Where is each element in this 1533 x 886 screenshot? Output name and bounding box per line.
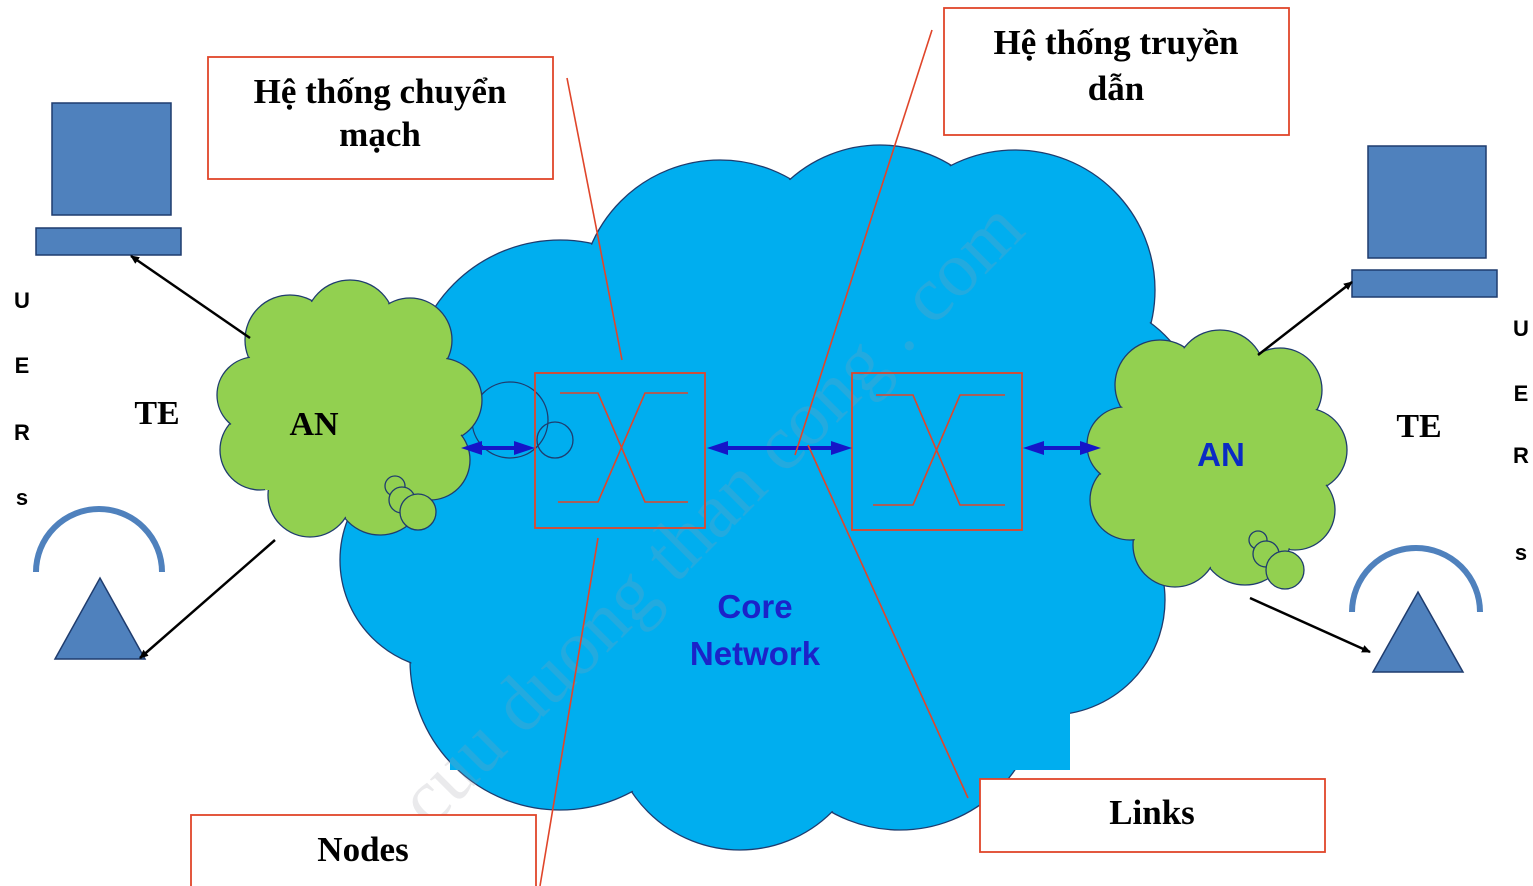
users-right-letter: U — [1513, 316, 1529, 341]
bus-arrow-center — [707, 441, 852, 455]
users-left-letter: R — [14, 420, 30, 445]
phone-icon — [1349, 545, 1483, 673]
users-label-left: U E R s — [14, 288, 30, 510]
users-left-letter: E — [15, 353, 30, 378]
callout-switching-system: Hệ thống chuyển mạch — [207, 56, 554, 180]
left-access-network-cloud — [216, 279, 483, 538]
callout-links: Links — [979, 778, 1326, 853]
core-network-label-line1: Core — [717, 588, 792, 625]
users-right-letter: E — [1514, 381, 1529, 406]
callout-switching-line1: Hệ thống chuyển — [254, 72, 507, 111]
phone-icon — [33, 506, 165, 660]
computer-icon — [1351, 145, 1498, 298]
access-network-right-label: AN — [1197, 436, 1245, 473]
users-left-letter: U — [14, 288, 30, 313]
switch-node-right — [851, 372, 1023, 531]
computer-icon — [35, 102, 182, 256]
core-network-label-line2: Network — [690, 635, 821, 672]
right-access-network-cloud — [1086, 329, 1348, 590]
switch-node-icon — [558, 392, 688, 503]
users-right-letter: s — [1515, 540, 1527, 565]
callout-links-label: Links — [1109, 793, 1195, 832]
bus-arrow-right — [1023, 441, 1101, 455]
callout-leaders — [539, 29, 969, 886]
terminal-right-label: TE — [1396, 408, 1441, 445]
callout-nodes-label: Nodes — [317, 830, 408, 869]
callout-transmission-system: Hệ thống truyền dẫn — [943, 7, 1290, 136]
access-network-left-label: AN — [289, 406, 339, 443]
users-label-right: U E R s — [1513, 316, 1529, 565]
connector-arrows — [130, 254, 1371, 659]
switch-node-left — [534, 372, 706, 529]
callout-nodes: Nodes — [190, 814, 537, 886]
users-right-letter: R — [1513, 443, 1529, 468]
bus-arrow-left — [461, 441, 535, 455]
callout-transmission-line2: dẫn — [1088, 69, 1144, 108]
callout-transmission-line1: Hệ thống truyền — [994, 23, 1239, 62]
users-left-letter: s — [16, 485, 28, 510]
callout-switching-line2: mạch — [339, 115, 421, 154]
terminal-left-label: TE — [134, 395, 179, 432]
switch-node-icon — [873, 394, 1005, 506]
